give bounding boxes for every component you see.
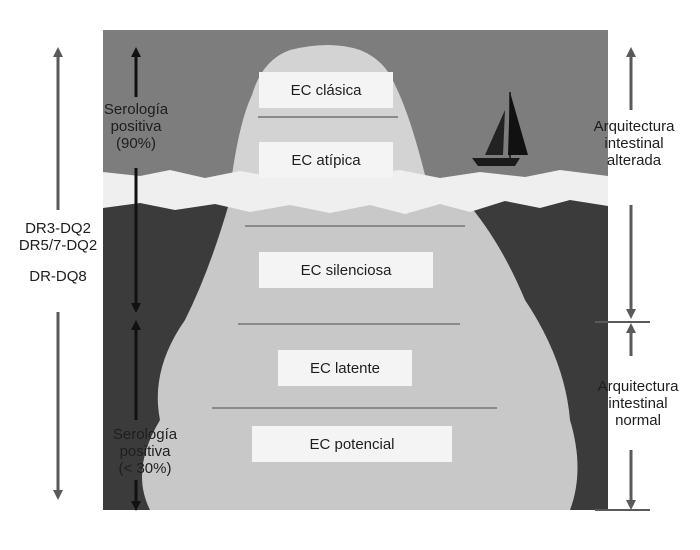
water-surface — [103, 169, 608, 214]
architecture-normal-label: Arquitectura intestinal normal — [597, 378, 679, 429]
serology-bottom-label: Serología positiva (< 30%) — [112, 426, 178, 477]
level-box-silenciosa: EC silenciosa — [259, 252, 433, 288]
level-box-potencial: EC potencial — [252, 426, 452, 462]
sailboat-icon — [472, 92, 528, 166]
serology-top-label: Serología positiva (90%) — [103, 101, 169, 152]
level-box-atipica: EC atípica — [259, 142, 393, 178]
architecture-altered-label: Arquitectura intestinal alterada — [593, 118, 675, 169]
hla-labels: DR3-DQ2 DR5/7-DQ2 DR-DQ8 — [18, 220, 98, 285]
level-box-clasica: EC clásica — [259, 72, 393, 108]
level-box-latente: EC latente — [278, 350, 412, 386]
